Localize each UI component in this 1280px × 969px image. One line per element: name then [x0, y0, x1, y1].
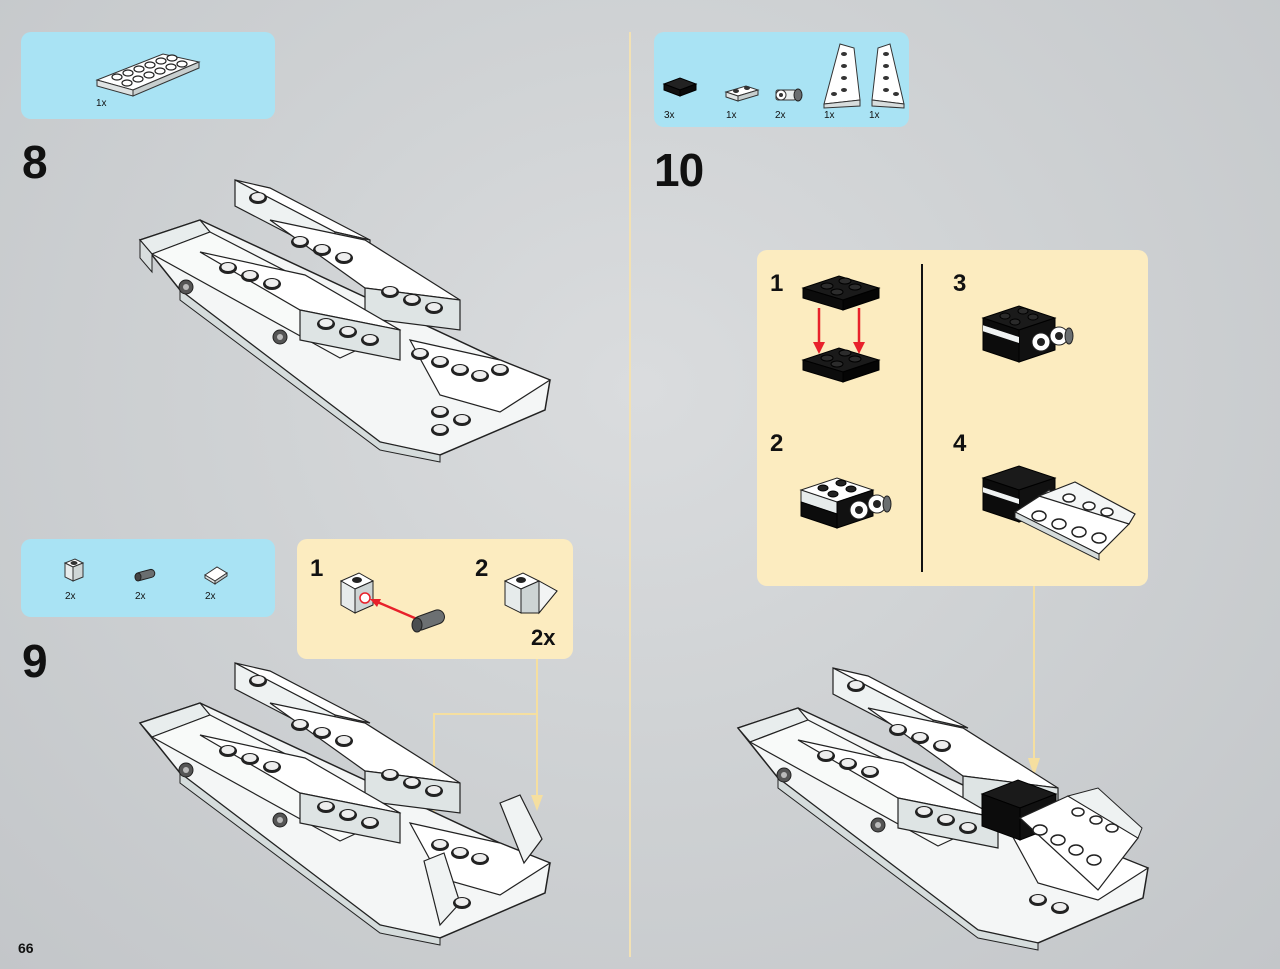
pin-connector-icon [775, 88, 803, 102]
plate-2x2-black-icon [662, 77, 698, 97]
substep-multiplier: 2x [531, 625, 556, 650]
part-qty: 1x [869, 110, 880, 121]
step10-model-illustration [736, 667, 1150, 951]
part-qty: 1x [726, 110, 737, 121]
substep-number: 1 [770, 270, 784, 297]
part-qty: 2x [775, 110, 786, 121]
step-number-10: 10 [654, 144, 704, 196]
page-divider [629, 32, 631, 957]
step9-model-illustration [138, 662, 552, 946]
part-qty: 2x [135, 591, 146, 602]
substep1-plates-stack [801, 275, 881, 383]
substep4-assembly [981, 465, 1136, 561]
step8-model-illustration [138, 179, 552, 463]
plate-1x2-white-icon [724, 85, 760, 102]
part-qty: 2x [205, 591, 216, 602]
substep2-slope-brick [503, 572, 558, 615]
wedge-plate-left-icon [823, 43, 861, 109]
step10-substep-callout: 1 2 3 4 [757, 250, 1148, 586]
part-qty: 2x [65, 591, 76, 602]
part-qty: 1x [96, 98, 107, 109]
substep-number: 4 [953, 430, 967, 457]
substep-number: 3 [953, 270, 967, 297]
substep2-assembly [799, 477, 892, 529]
step10-guide-line [1028, 586, 1040, 776]
step9-substep-callout: 1 2 2x [297, 539, 573, 659]
substep1-pin-insert [339, 572, 445, 633]
step10-parts-box: 3x 1x 2x 1x 1x [654, 32, 909, 127]
part-qty: 3x [664, 110, 675, 121]
step9-parts-box: 2x 2x 2x [21, 539, 275, 617]
slope-brick-icon [204, 566, 228, 585]
plate-2x6-icon [95, 53, 201, 97]
wedge-plate-right-icon [871, 43, 905, 109]
substep-number: 2 [770, 430, 784, 457]
part-qty: 1x [824, 110, 835, 121]
step-number-9: 9 [22, 635, 48, 687]
substep-number: 1 [310, 555, 324, 582]
step8-parts-box: 1x [21, 32, 275, 119]
step-number-8: 8 [22, 136, 48, 188]
technic-pin-icon [134, 568, 156, 582]
brick-with-hole-icon [63, 558, 85, 582]
substep-number: 2 [475, 555, 489, 582]
substep3-assembly [981, 305, 1074, 363]
callout-divider [921, 264, 923, 572]
page-number: 66 [18, 940, 34, 956]
